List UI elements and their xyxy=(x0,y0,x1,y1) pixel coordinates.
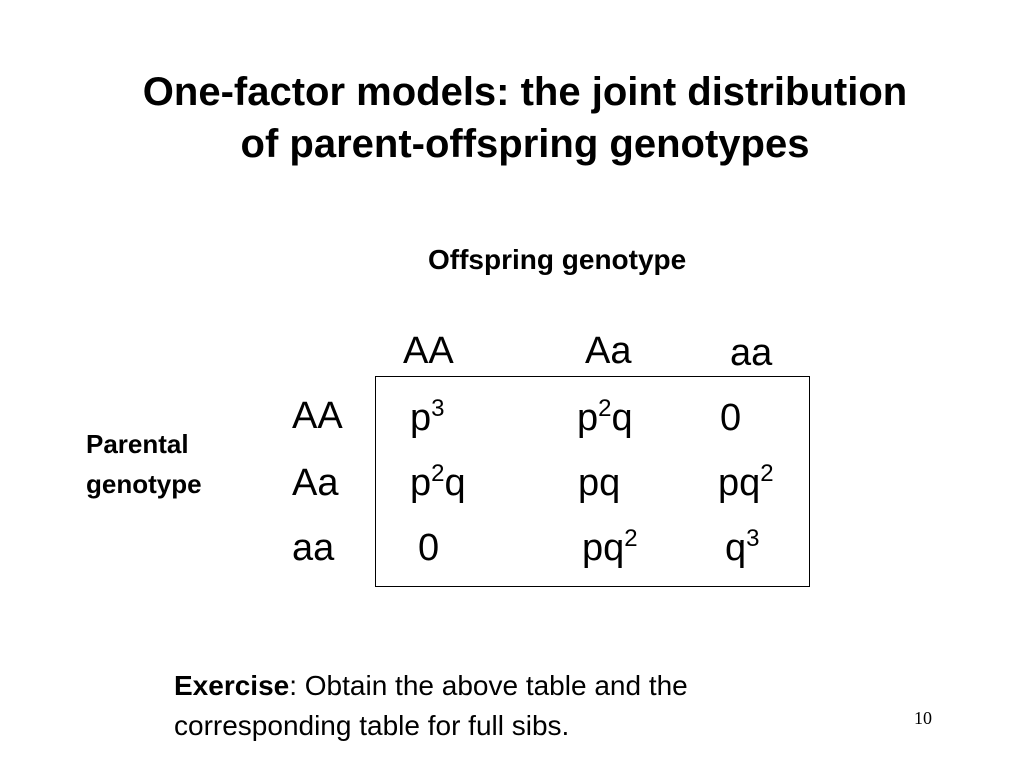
exercise-label: Exercise xyxy=(174,670,290,701)
table-cell: pq2 xyxy=(582,525,638,570)
table-cell: 0 xyxy=(418,527,440,569)
genotype-table-box xyxy=(375,376,810,587)
parental-genotype-header-line-1: Parental xyxy=(86,429,189,459)
table-cell: p3 xyxy=(410,395,445,440)
parental-genotype-header: Parental genotype xyxy=(86,424,202,504)
row-label-AA: AA xyxy=(292,395,343,437)
table-cell: pq2 xyxy=(718,460,774,505)
row-label-Aa: Aa xyxy=(292,462,339,504)
row-label-aa: aa xyxy=(292,527,335,569)
table-cell: p2q xyxy=(577,395,633,440)
page-number: 10 xyxy=(914,708,932,728)
table-cell: p2q xyxy=(410,460,466,505)
column-header-aa: aa xyxy=(730,332,773,374)
column-header-AA: AA xyxy=(403,330,454,372)
exercise-text-line-1: : Obtain the above table and the xyxy=(289,670,688,701)
table-cell: 0 xyxy=(720,397,742,439)
slide-title-line-1: One-factor models: the joint distributio… xyxy=(142,70,908,114)
exercise-text: Exercise: Obtain the above table and the… xyxy=(174,666,874,746)
parental-genotype-header-line-2: genotype xyxy=(86,469,202,499)
column-header-Aa: Aa xyxy=(585,330,632,372)
slide-title: One-factor models: the joint distributio… xyxy=(40,66,1010,170)
offspring-genotype-header: Offspring genotype xyxy=(428,244,687,275)
table-cell: pq xyxy=(578,462,621,504)
table-cell: q3 xyxy=(725,525,760,570)
slide-title-line-2: of parent-offspring genotypes xyxy=(240,122,810,166)
exercise-text-line-2: corresponding table for full sibs. xyxy=(174,710,570,741)
